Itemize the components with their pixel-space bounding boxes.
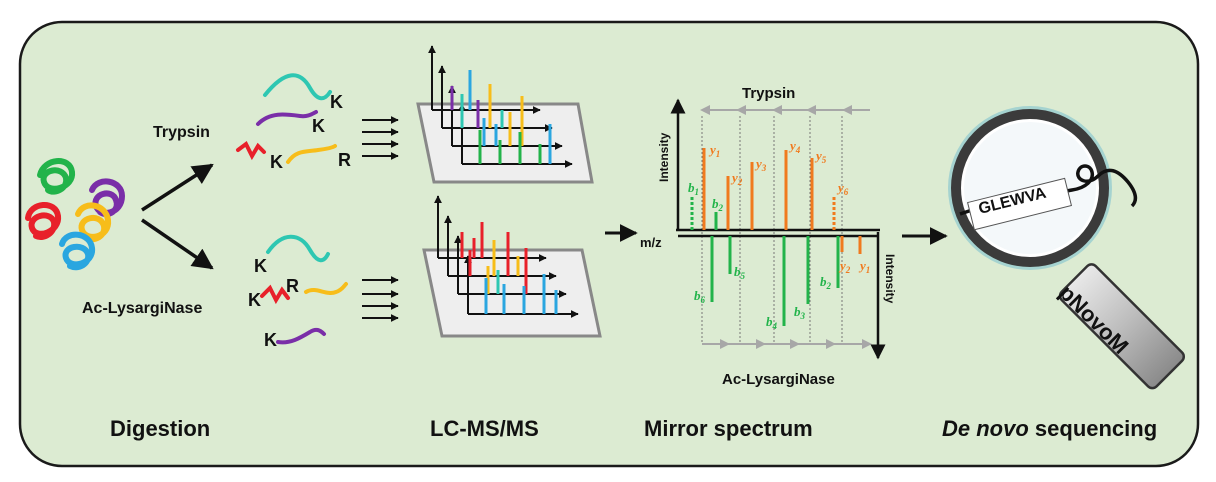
ion-y3: y3 — [754, 156, 767, 173]
ion-y5: y5 — [814, 148, 827, 165]
arrow-to-lysarginase — [141, 218, 214, 270]
trypsin-peptides — [236, 73, 337, 164]
protein-cluster-icon — [25, 158, 125, 271]
residue-k: K — [270, 152, 283, 172]
ion-b1: b1 — [688, 180, 699, 197]
lcms-spectra-bottom — [422, 195, 602, 338]
stage-mirror: Mirror spectrum — [644, 416, 813, 441]
stage-denovo-rest: sequencing — [1029, 416, 1157, 441]
trypsin-label: Trypsin — [153, 124, 210, 141]
ion-b6: b6 — [694, 288, 706, 305]
lcms-spectra-top — [416, 45, 594, 184]
mirror-top-title: Trypsin — [742, 85, 795, 102]
stage-lcms: LC-MS/MS — [430, 416, 539, 441]
panel-background — [18, 20, 1200, 468]
intensity-bottom-label: Intensity — [883, 254, 897, 304]
residue-k: K — [312, 116, 325, 136]
ion-y4: y4 — [788, 138, 801, 155]
residue-r: R — [338, 150, 351, 170]
intensity-top-label: Intensity — [657, 132, 671, 182]
residue-r: R — [286, 276, 299, 296]
ion-b3: b3 — [794, 304, 806, 321]
ion-y6: y6 — [836, 180, 849, 197]
ion-b5: b5 — [734, 264, 746, 281]
lysarginase-label: Ac-LysargiNase — [82, 300, 202, 317]
residue-k: K — [330, 92, 343, 112]
residue-k: K — [264, 330, 277, 350]
ion-y2-top: y2 — [730, 170, 743, 187]
residue-k: K — [248, 290, 261, 310]
mirror-spectrum: Trypsin Ac-LysargiNase Intensity Intensi… — [657, 85, 897, 388]
arrow-to-trypsin — [141, 163, 214, 212]
ion-y2-bottom: y2 — [838, 258, 851, 275]
ion-y1-bottom: y1 — [858, 258, 870, 275]
ion-b2-bottom: b2 — [820, 274, 832, 291]
magnifier-icon: pNovoM GLEWVA — [948, 106, 1186, 390]
lysarginase-peptides — [260, 234, 348, 345]
residue-k: K — [254, 256, 267, 276]
mz-label: m/z — [640, 235, 662, 250]
stage-denovo: De novo sequencing — [942, 416, 1157, 441]
stage-digestion: Digestion — [110, 416, 210, 441]
flow-arrows-top — [362, 116, 399, 160]
flow-arrows-bottom — [362, 276, 399, 322]
ion-b4: b4 — [766, 314, 778, 331]
mirror-bottom-title: Ac-LysargiNase — [722, 371, 835, 388]
ion-y1-top: y1 — [708, 142, 720, 159]
stage-denovo-italic: De novo — [942, 416, 1029, 441]
ion-b2-top: b2 — [712, 196, 724, 213]
